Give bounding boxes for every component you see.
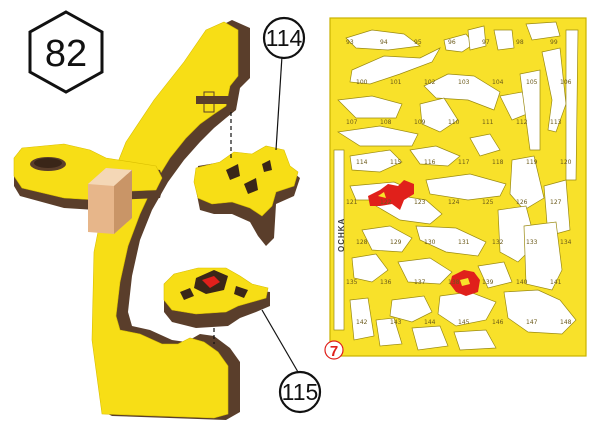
part-number-label: 95 [414,39,422,46]
part-number-label: 131 [458,239,470,246]
step-badge: 82 [30,12,102,92]
part-number-label: 113 [550,119,562,126]
part-number-label: 120 [560,159,572,166]
part-number-label: 128 [356,239,368,246]
part-number-label: 145 [458,319,470,326]
step-number: 82 [45,33,87,75]
part-number-label: 96 [448,39,456,46]
part-number-label: 129 [390,239,402,246]
callout-label: 115 [282,379,319,405]
part-number-label: 123 [414,199,426,206]
part-number-label: 107 [346,119,358,126]
part-number-label: 102 [424,79,436,86]
part-number-label: 133 [526,239,538,246]
part-number-label: 106 [560,79,572,86]
part-number-label: 134 [560,239,572,246]
part-number-label: 108 [380,119,392,126]
part-number-label: 139 [482,279,494,286]
part-number-label: 141 [550,279,562,286]
part-number-label: 110 [448,119,460,126]
part-number-label: 99 [550,39,558,46]
part-number-label: 136 [380,279,392,286]
piece-114 [194,146,300,246]
part-number-label: 127 [550,199,562,206]
part-number-label: 140 [516,279,528,286]
part-number-label: 93 [346,39,354,46]
part-number-label: 125 [482,199,494,206]
callout-label: 114 [266,25,303,51]
part-number-label: 112 [516,119,528,126]
part-number-label: 104 [492,79,504,86]
part-number-label: 115 [390,159,402,166]
part-number-label: 143 [390,319,402,326]
part-number-label: 147 [526,319,538,326]
sheet-number: 7 [330,343,338,360]
part-number-label: 100 [356,79,368,86]
part-number-label: 138 [448,279,460,286]
callout-115: 115 [262,310,320,412]
part-number-label: 144 [424,319,436,326]
part-number-label: 94 [380,39,388,46]
part-number-label: 109 [414,119,426,126]
part-number-label: 97 [482,39,490,46]
sheet-brand: OCHKA [337,218,346,252]
part-number-label: 116 [424,159,436,166]
piece-115 [164,268,270,328]
part-number-label: 142 [356,319,368,326]
callout-114: 114 [264,18,304,150]
part-number-label: 130 [424,239,436,246]
part-number-label: 135 [346,279,358,286]
part-number-label: 132 [492,239,504,246]
part-number-label: 124 [448,199,460,206]
part-number-label: 126 [516,199,528,206]
part-number-label: 101 [390,79,402,86]
part-number-label: 111 [482,119,494,126]
part-number-label: 122 [380,199,392,206]
part-number-label: 98 [516,39,524,46]
part-number-label: 118 [492,159,504,166]
part-number-label: 119 [526,159,538,166]
part-number-label: 103 [458,79,470,86]
part-number-label: 121 [346,199,358,206]
part-number-label: 137 [414,279,426,286]
part-number-label: 117 [458,159,470,166]
part-number-label: 148 [560,319,572,326]
part-number-label: 146 [492,319,504,326]
part-number-label: 114 [356,159,368,166]
part-number-label: 105 [526,79,538,86]
plywood-sheet: OCHKA 7 [325,18,586,360]
